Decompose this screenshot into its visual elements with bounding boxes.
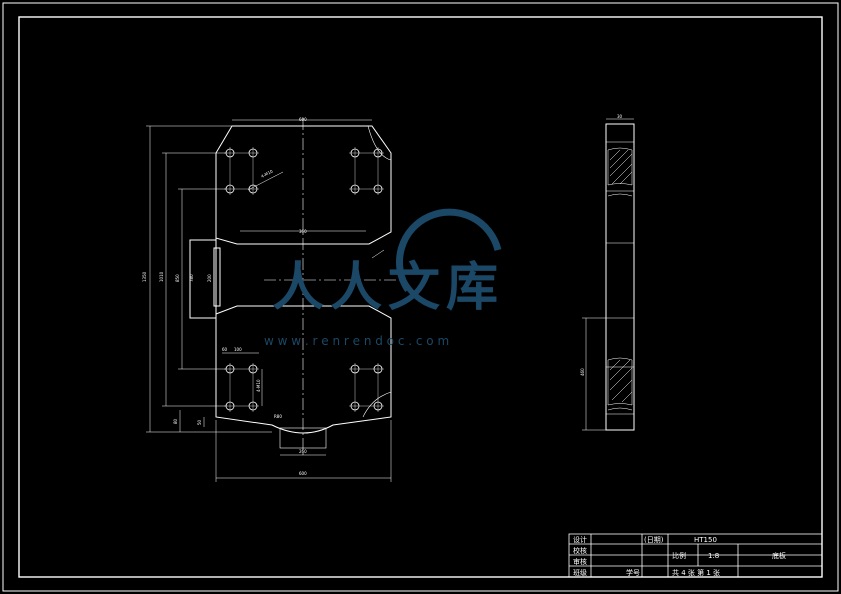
- title-block: [568, 533, 823, 578]
- dim-side-small: 80: [173, 418, 178, 424]
- dim-notch-width: 260: [299, 449, 307, 454]
- tb-part-name: 底板: [772, 551, 786, 560]
- left-notch: [189, 239, 217, 319]
- dim-height-a: 1010: [159, 271, 164, 282]
- tb-review: 审核: [573, 557, 587, 566]
- dim-hole-label-b: 4-M10: [256, 379, 261, 392]
- side-view: [582, 118, 635, 431]
- tb-scale-label: 比例: [672, 551, 686, 560]
- dimension-lines: [146, 119, 392, 482]
- dim-hole-pitch-b: 100: [234, 347, 242, 352]
- tb-scale-value: 1:8: [708, 552, 719, 560]
- dim-height-total: 1350: [142, 271, 147, 282]
- tb-design: 设计: [573, 535, 587, 544]
- watermark-swoosh: [395, 208, 502, 292]
- title-block-text: 设计 (日期) HT150 校核 比例 1:8 底板 审核 班级 学号 共 4 …: [573, 535, 786, 577]
- dim-side-height: 460: [580, 368, 585, 376]
- mounting-holes: [224, 147, 384, 412]
- dim-side-offset: 50: [197, 419, 202, 425]
- dim-height-b: 850: [175, 274, 180, 282]
- dim-hole-pitch: 60: [222, 347, 228, 352]
- tb-check: 校核: [573, 546, 587, 555]
- title-block-border: [568, 533, 823, 578]
- dim-inner-width: 360: [299, 229, 307, 234]
- dim-top-width: 600: [299, 117, 307, 122]
- corner-arc-bottom-right: [362, 391, 392, 418]
- tb-drawing-no: HT150: [694, 536, 717, 544]
- watermark-main-text: 人人文库: [272, 258, 504, 318]
- tb-student-id: 学号: [626, 568, 640, 577]
- side-section-hatch: [607, 147, 633, 411]
- dim-overall-width: 600: [299, 471, 307, 476]
- dim-side-thickness: 30: [617, 114, 623, 119]
- front-view: [189, 118, 400, 455]
- left-slot: [213, 247, 221, 307]
- tb-date: (日期): [644, 536, 664, 544]
- dim-radius: R80: [274, 414, 282, 419]
- corner-arc-right: [367, 125, 392, 161]
- dimension-labels: 600 360 600 260 1350 1010 850 80 50 200 …: [142, 114, 623, 476]
- side-view-outline: [605, 123, 635, 431]
- bottom-notch: [279, 427, 327, 449]
- dim-left-step: 200: [207, 274, 212, 282]
- plate-outline: [215, 125, 392, 434]
- watermark-url: w w w . r e n r e n d o c . c o m: [264, 334, 449, 348]
- watermark: 人人文库 w w w . r e n r e n d o c . c o m: [264, 208, 504, 348]
- tb-sheet-info: 共 4 张 第 1 张: [672, 568, 720, 577]
- dim-hole-label-a: 4-M10: [260, 168, 274, 179]
- dim-height-c: 780: [189, 274, 194, 282]
- tb-class: 班级: [573, 568, 587, 577]
- inner-frame: [18, 16, 823, 578]
